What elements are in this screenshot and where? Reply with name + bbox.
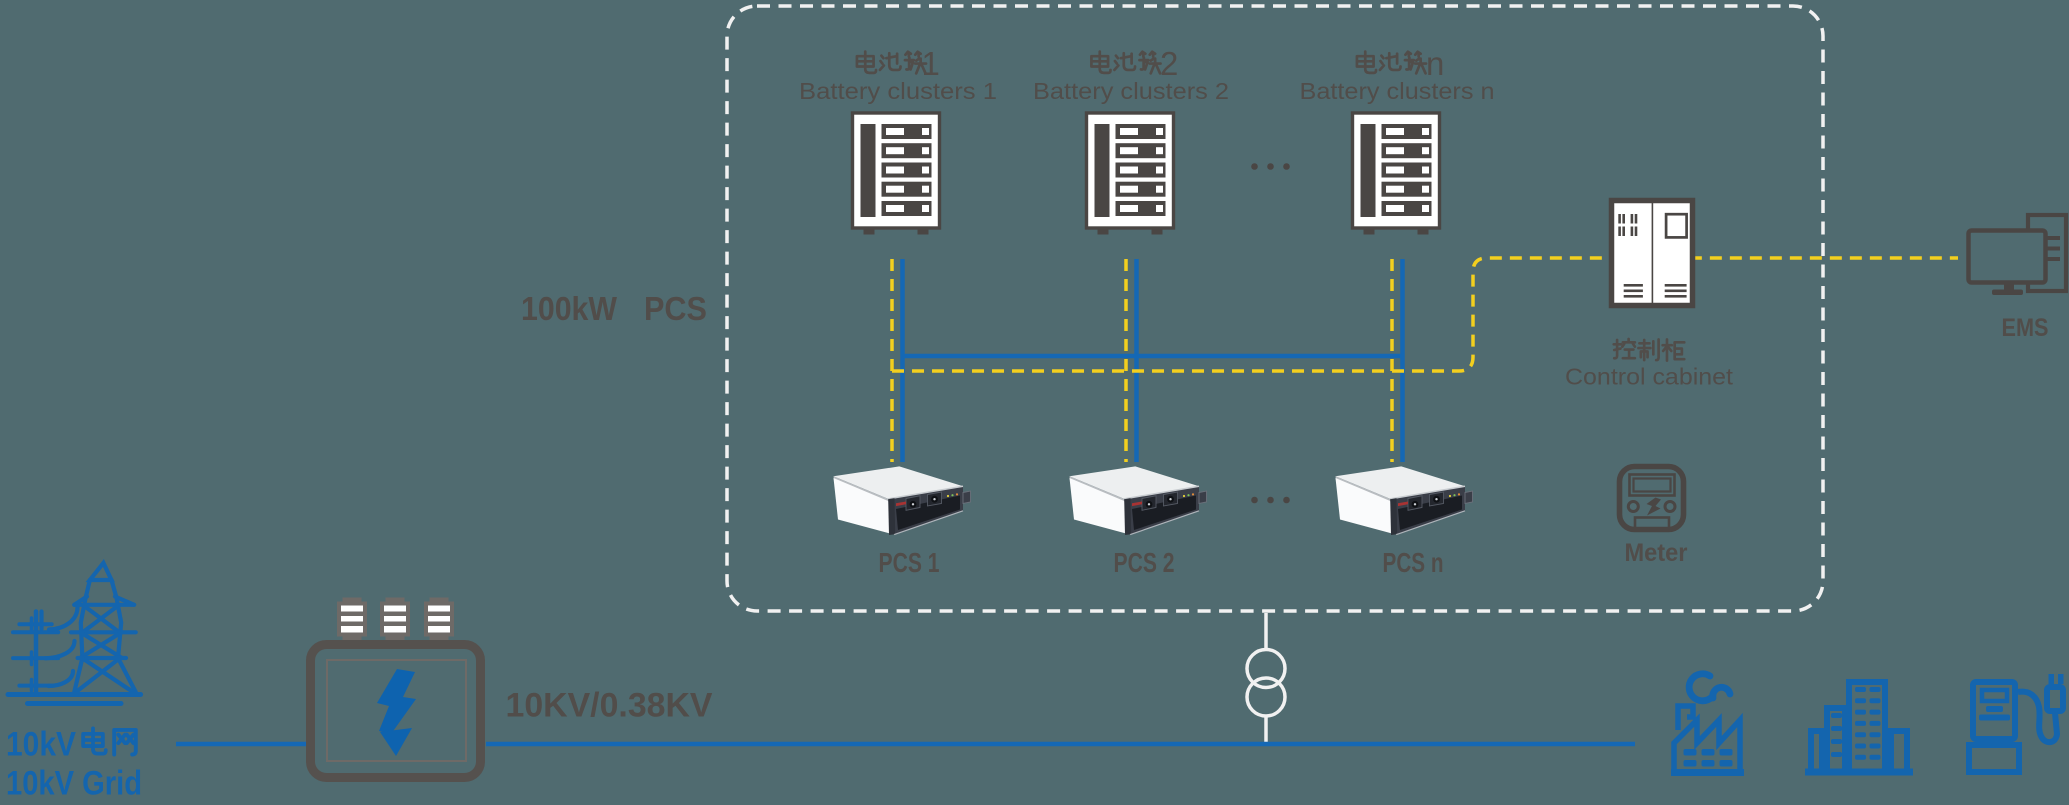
svg-text:EMS: EMS [2002, 314, 2049, 342]
svg-text:100kW: 100kW [521, 290, 618, 327]
svg-text:Meter: Meter [1625, 539, 1688, 567]
svg-text:n: n [1426, 45, 1444, 82]
svg-text:10kV Grid: 10kV Grid [6, 765, 142, 803]
svg-text:PCS: PCS [644, 290, 707, 327]
svg-text:10kV: 10kV [6, 726, 76, 764]
svg-text:Battery clusters 2: Battery clusters 2 [1033, 78, 1229, 104]
svg-text:Control cabinet: Control cabinet [1565, 364, 1733, 390]
svg-text:PCS 2: PCS 2 [1114, 547, 1175, 578]
svg-text:PCS n: PCS n [1383, 547, 1444, 578]
svg-text:10KV/0.38KV: 10KV/0.38KV [506, 687, 713, 725]
svg-text:PCS 1: PCS 1 [879, 547, 940, 578]
svg-text:2: 2 [1160, 45, 1178, 82]
svg-text:Battery clusters 1: Battery clusters 1 [799, 78, 997, 104]
svg-text:Battery clusters n: Battery clusters n [1300, 78, 1495, 104]
svg-text:1: 1 [922, 45, 940, 82]
